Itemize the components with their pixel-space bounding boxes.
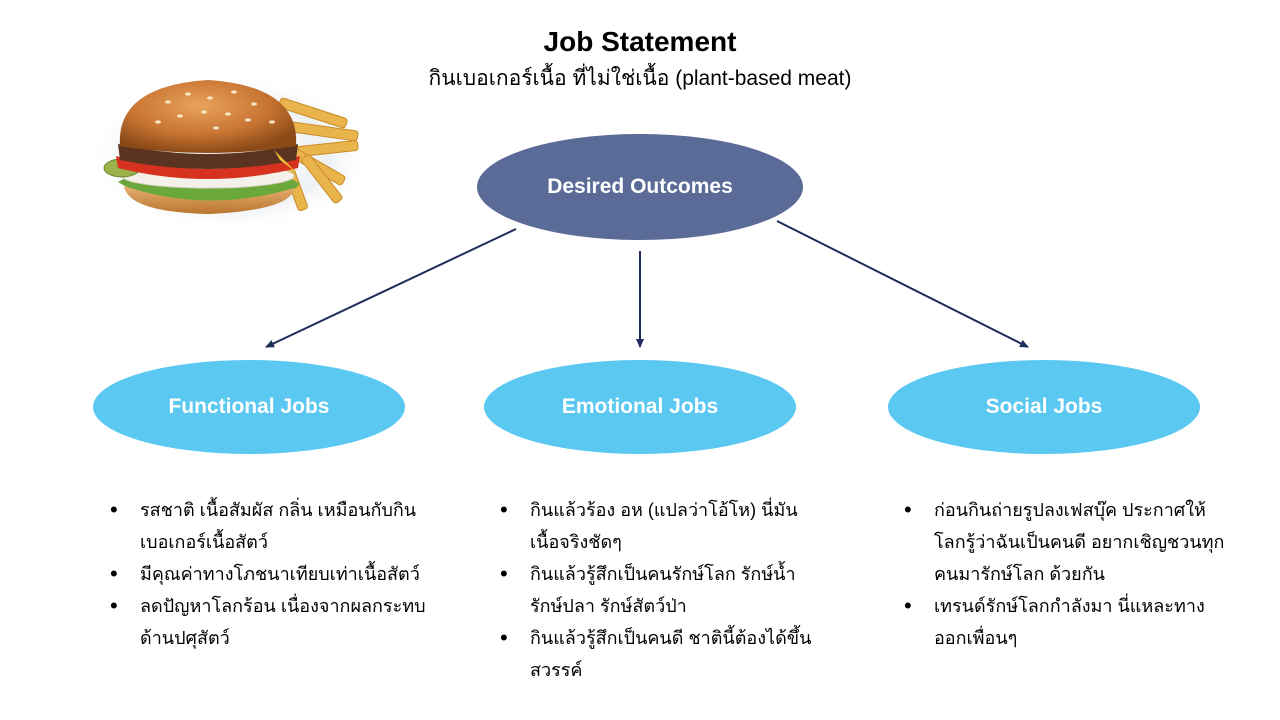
list-item: กินแล้วรู้สึกเป็นคนรักษ์โลก รักษ์น้ำ รัก… xyxy=(494,558,824,622)
desired-outcomes-node: Desired Outcomes xyxy=(477,134,803,240)
list-item: กินแล้วร้อง อห (แปลว่าโอ้โห) นี่มันเนื้อ… xyxy=(494,494,824,558)
social-jobs-label: Social Jobs xyxy=(985,395,1103,418)
social-jobs-node: Social Jobs xyxy=(888,360,1200,454)
arrow-to-functional xyxy=(265,228,517,348)
list-item: ลดปัญหาโลกร้อน เนื่องจากผลกระทบด้านปศุสั… xyxy=(104,590,434,654)
emotional-jobs-node: Emotional Jobs xyxy=(484,360,796,454)
desired-outcomes-label: Desired Outcomes xyxy=(547,175,733,198)
burger-image xyxy=(88,76,374,232)
functional-jobs-label: Functional Jobs xyxy=(168,395,330,418)
list-item: กินแล้วรู้สึกเป็นคนดี ชาตินี้ต้องได้ขึ้น… xyxy=(494,622,824,686)
arrow-to-social xyxy=(776,220,1029,348)
list-item: มีคุณค่าทางโภชนาเทียบเท่าเนื้อสัตว์ xyxy=(104,558,434,590)
emotional-jobs-label: Emotional Jobs xyxy=(561,395,719,418)
list-item: รสชาติ เนื้อสัมผัส กลิ่น เหมือนกับกินเบอ… xyxy=(104,494,434,558)
list-item: เทรนด์รักษ์โลกกำลังมา นี่แหละทางออกเพื่อ… xyxy=(898,590,1228,654)
social-jobs-list: ก่อนกินถ่ายรูปลงเฟสบุ๊ค ประกาศให้โลกรู้ว… xyxy=(898,494,1228,654)
emotional-jobs-list: กินแล้วร้อง อห (แปลว่าโอ้โห) นี่มันเนื้อ… xyxy=(494,494,824,686)
list-item: ก่อนกินถ่ายรูปลงเฟสบุ๊ค ประกาศให้โลกรู้ว… xyxy=(898,494,1228,590)
functional-jobs-node: Functional Jobs xyxy=(93,360,405,454)
functional-jobs-list: รสชาติ เนื้อสัมผัส กลิ่น เหมือนกับกินเบอ… xyxy=(104,494,434,654)
page-subtitle: กินเบอเกอร์เนื้อ ที่ไม่ใช่เนื้อ (plant-b… xyxy=(428,67,852,90)
page-title: Job Statement xyxy=(543,26,737,57)
